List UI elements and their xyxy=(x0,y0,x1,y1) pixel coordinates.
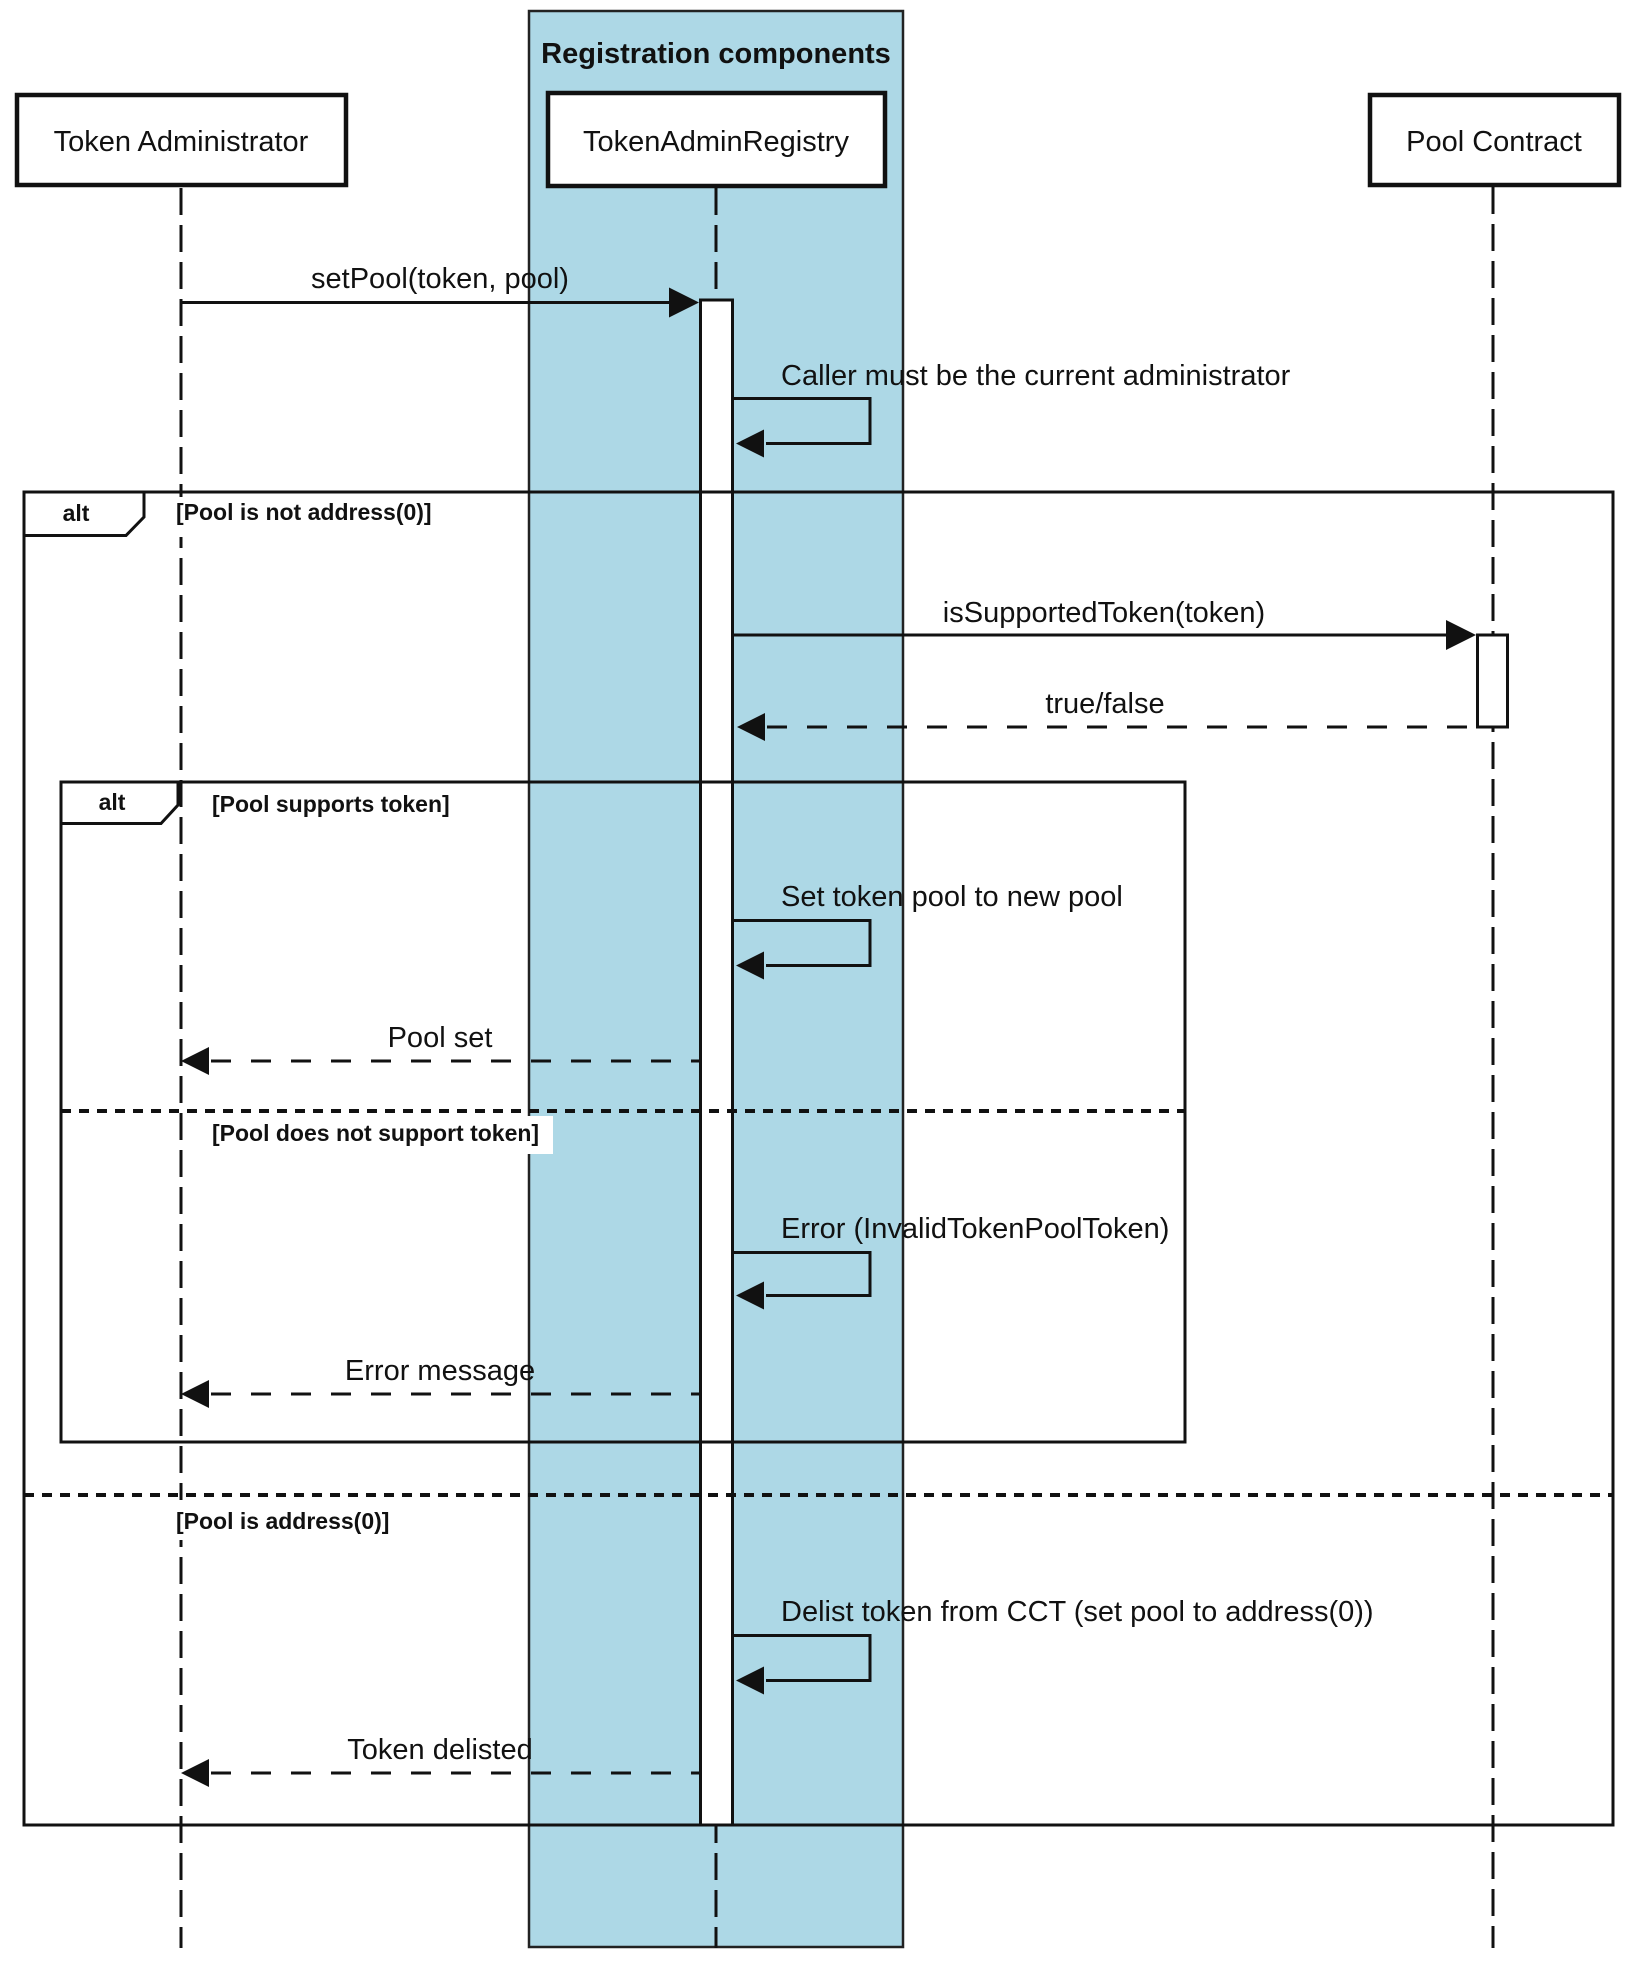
svg-text:alt: alt xyxy=(63,500,90,526)
svg-text:setPool(token, pool): setPool(token, pool) xyxy=(311,263,569,295)
svg-text:Pool set: Pool set xyxy=(388,1022,493,1054)
svg-text:Caller must be the current adm: Caller must be the current administrator xyxy=(781,360,1291,392)
svg-text:isSupportedToken(token): isSupportedToken(token) xyxy=(943,597,1265,629)
svg-text:true/false: true/false xyxy=(1045,688,1164,720)
svg-text:Set token pool to new pool: Set token pool to new pool xyxy=(781,881,1123,913)
svg-text:Token delisted: Token delisted xyxy=(347,1734,532,1766)
svg-text:Delist token from CCT (set poo: Delist token from CCT (set pool to addre… xyxy=(781,1596,1374,1628)
svg-text:[Pool supports token]: [Pool supports token] xyxy=(212,791,450,817)
svg-text:Pool Contract: Pool Contract xyxy=(1406,126,1582,158)
svg-text:[Pool is address(0)]: [Pool is address(0)] xyxy=(176,1508,389,1534)
svg-text:alt: alt xyxy=(99,789,126,815)
svg-text:TokenAdminRegistry: TokenAdminRegistry xyxy=(583,126,849,158)
svg-text:Error (InvalidTokenPoolToken): Error (InvalidTokenPoolToken) xyxy=(781,1213,1169,1245)
svg-text:[Pool does not support token]: [Pool does not support token] xyxy=(212,1120,539,1146)
svg-text:Error message: Error message xyxy=(345,1355,535,1387)
svg-text:[Pool is not address(0)]: [Pool is not address(0)] xyxy=(176,499,432,525)
svg-text:Registration components: Registration components xyxy=(541,38,891,70)
svg-text:Token Administrator: Token Administrator xyxy=(54,126,309,158)
